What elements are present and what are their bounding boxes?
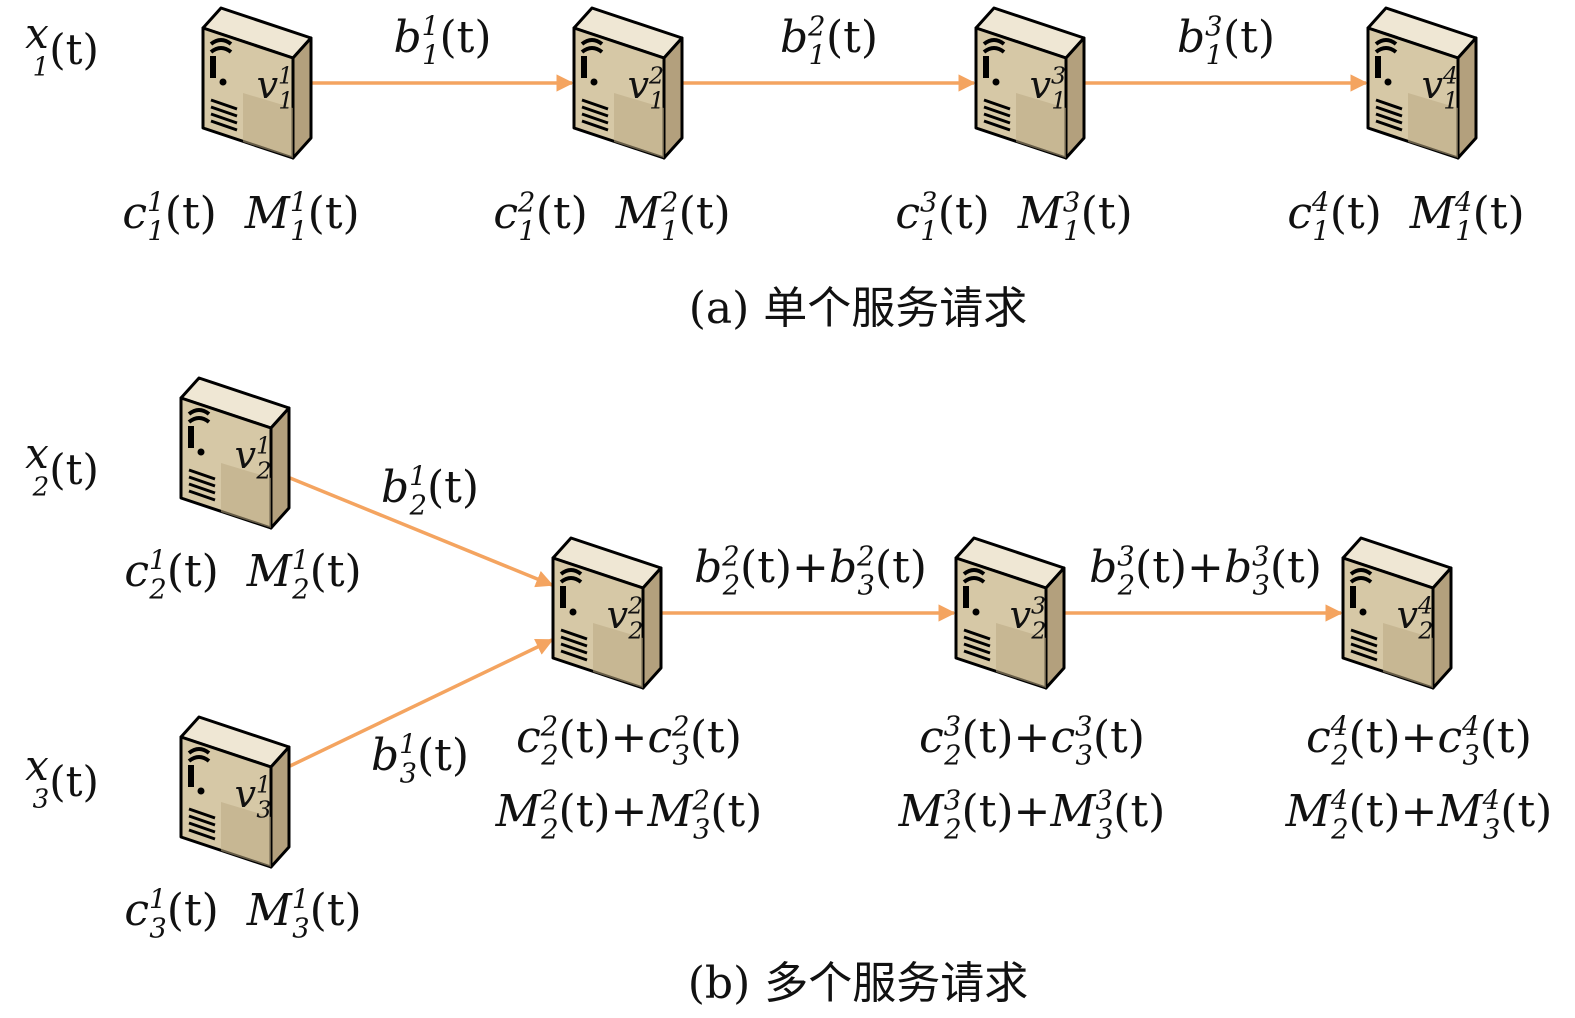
- node-label: v42​: [1397, 592, 1434, 645]
- node-label: v13​: [235, 771, 272, 824]
- link-label: b22​(t)+b23​(t): [694, 541, 927, 601]
- request-label-x3: x3​(t): [25, 741, 99, 815]
- node-label: v32​: [1010, 592, 1047, 645]
- resource-label: c13​(t) M13​(t): [124, 884, 361, 944]
- resource-label: c32​(t)+c33​(t): [919, 711, 1145, 771]
- resource-label: c22​(t)+c23​(t): [516, 711, 742, 771]
- resource-label: c21​(t) M21​(t): [493, 187, 730, 247]
- link-arrow: [289, 638, 554, 768]
- link-arrow: [289, 476, 554, 588]
- resource-label: c12​(t) M12​(t): [124, 545, 361, 605]
- caption-a: (a) 单个服务请求: [689, 283, 1028, 334]
- caption-b: (b) 多个服务请求: [688, 958, 1028, 1009]
- resource-label: c42​(t)+c43​(t): [1306, 711, 1532, 771]
- resource-label: M32​(t)+M33​(t): [898, 785, 1166, 845]
- link-label: b12​(t): [381, 461, 479, 521]
- request-label-x2: x2​(t): [25, 429, 99, 503]
- link-label: b11​(t): [394, 11, 492, 71]
- node-label: v11​: [257, 62, 294, 115]
- link-label: b31​(t): [1177, 11, 1275, 71]
- labels-layer: x1​(t) v11​ c11​(t) M11​(t) v21​ c21​(t) M21…: [25, 9, 1552, 944]
- link-label: b32​(t)+b33​(t): [1089, 541, 1322, 601]
- link-label: b21​(t): [780, 11, 878, 71]
- resource-label: c31​(t) M31​(t): [895, 187, 1132, 247]
- node-label: v31​: [1030, 62, 1067, 115]
- request-label-x1: x1​(t): [25, 9, 99, 83]
- node-label: v22​: [607, 592, 644, 645]
- resource-label: M42​(t)+M43​(t): [1285, 785, 1553, 845]
- link-label: b13​(t): [371, 729, 469, 789]
- node-label: v21​: [628, 62, 665, 115]
- resource-label: c41​(t) M41​(t): [1287, 187, 1524, 247]
- node-label: v41​: [1422, 62, 1459, 115]
- node-label: v12​: [235, 432, 272, 485]
- resource-label: c11​(t) M11​(t): [122, 187, 359, 247]
- links-layer: [289, 74, 1368, 768]
- resource-label: M22​(t)+M23​(t): [495, 785, 763, 845]
